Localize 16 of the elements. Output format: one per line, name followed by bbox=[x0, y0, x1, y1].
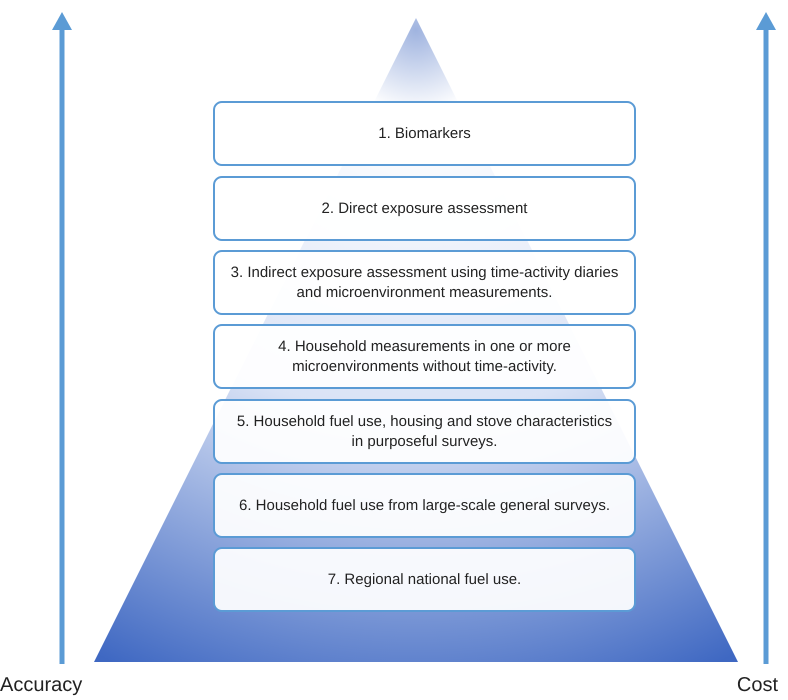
axis-label: Accuracy bbox=[0, 673, 82, 697]
level-box bbox=[213, 399, 636, 464]
level-text: 5. Household fuel use, housing and stove characteristics in purposeful surveys. bbox=[236, 412, 614, 452]
axis-label: Cost bbox=[736, 673, 778, 697]
level-box bbox=[213, 473, 636, 538]
level-text: 7. Regional national fuel use. bbox=[326, 570, 522, 590]
level-box bbox=[213, 176, 636, 241]
level-box bbox=[213, 324, 636, 389]
level-text: 1. Biomarkers bbox=[377, 124, 472, 144]
level-box bbox=[213, 547, 636, 612]
level-text: 2. Direct exposure assessment bbox=[320, 198, 528, 218]
level-text: 4. Household measurements in one or more microenvironments without time-activity. bbox=[277, 336, 572, 376]
level-text: 6. Household fuel use from large-scale general surveys. bbox=[238, 496, 612, 516]
level-box bbox=[213, 250, 636, 315]
level-text: 3. Indirect exposure assessment using time-activity diaries and microenvironment measurements. bbox=[230, 262, 620, 302]
level-box bbox=[213, 101, 636, 166]
